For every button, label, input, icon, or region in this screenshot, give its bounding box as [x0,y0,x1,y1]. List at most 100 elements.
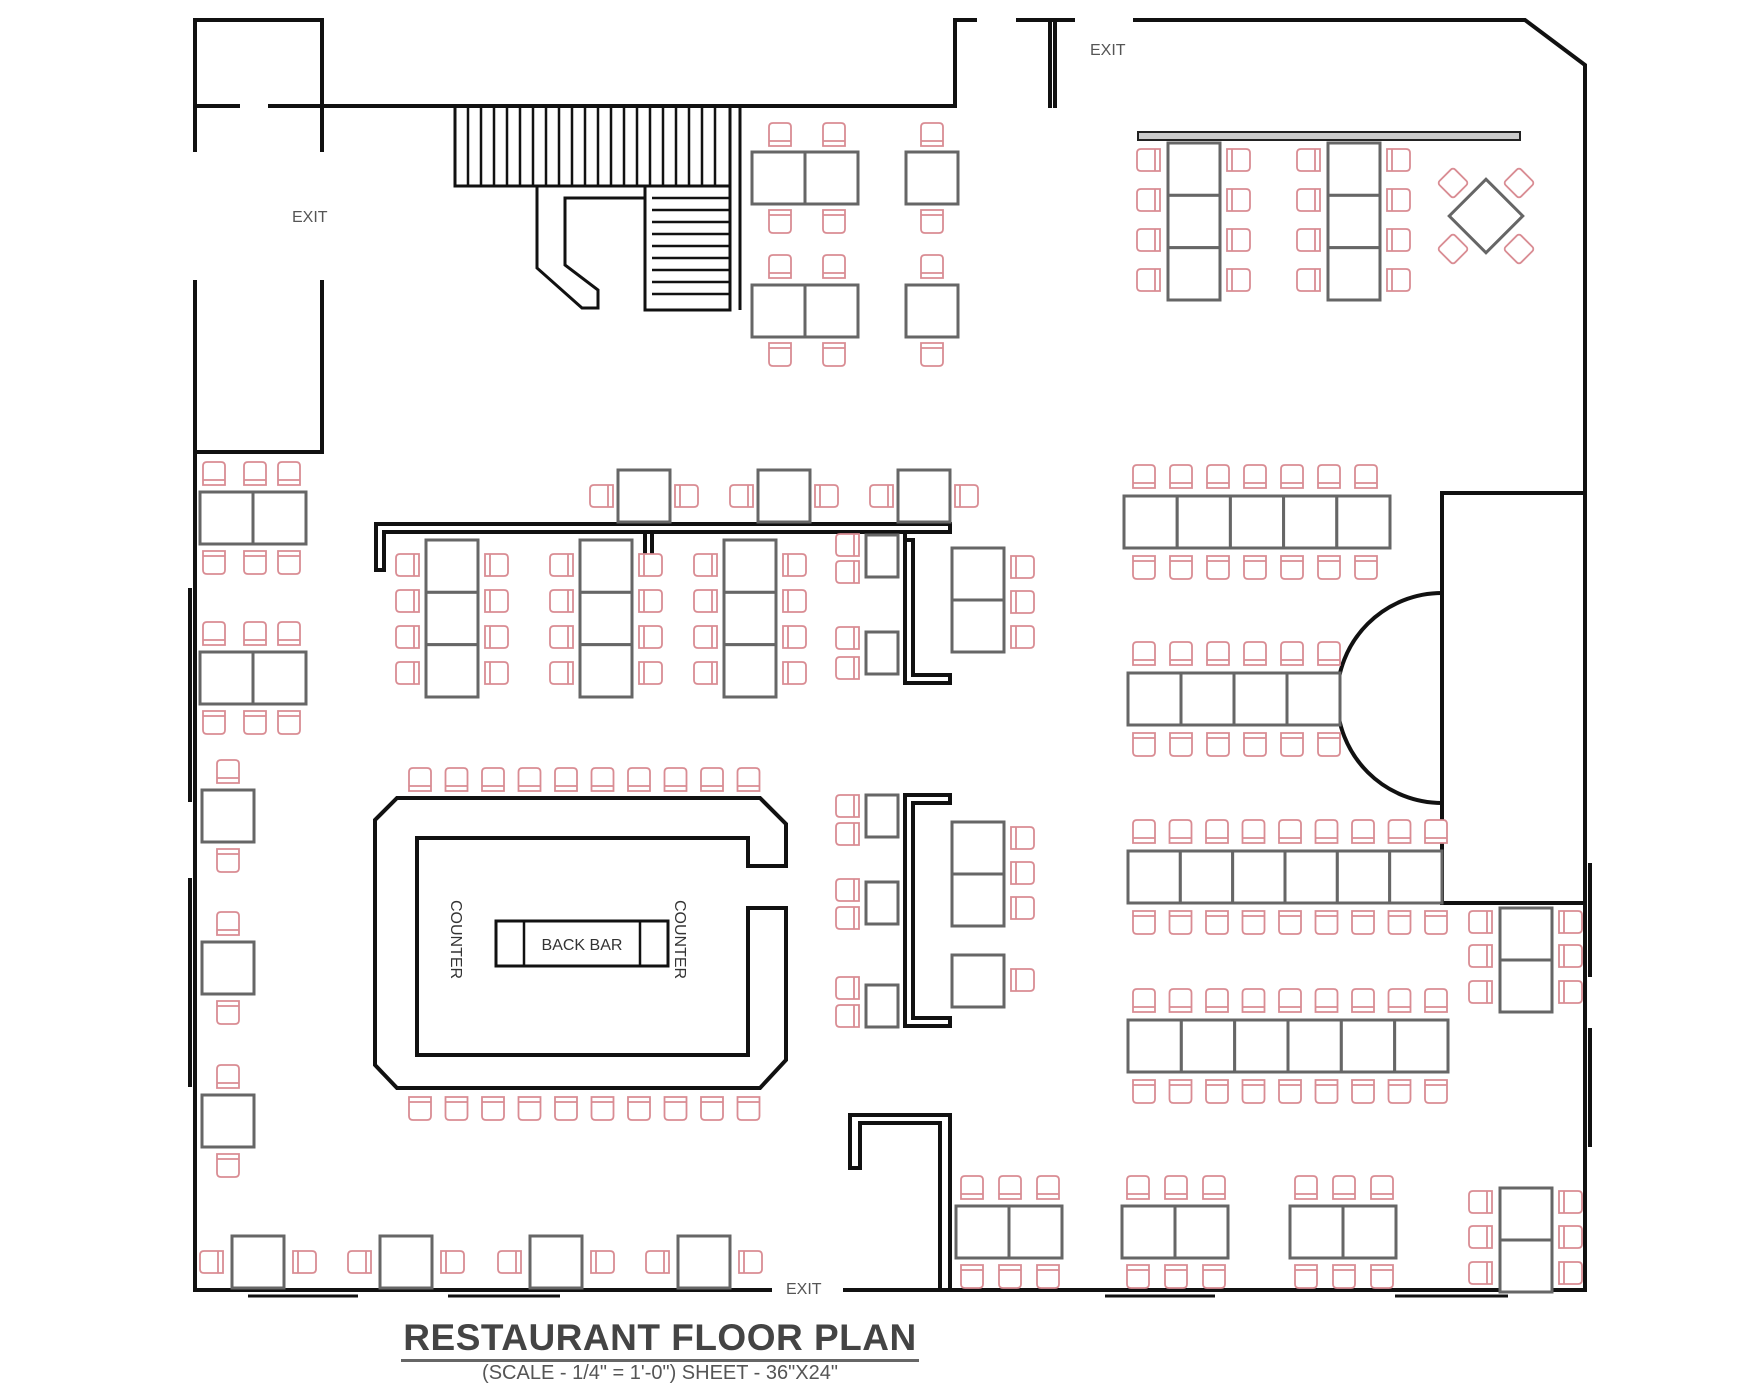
chair [627,1096,651,1121]
chair [199,1250,224,1274]
chair [549,589,574,613]
staircase [453,106,742,312]
wall [903,793,952,1028]
chair [590,1250,615,1274]
table [864,983,900,1029]
chair [960,1175,984,1200]
chair [408,1096,432,1121]
chair [1243,732,1267,757]
chair [782,553,807,577]
table [528,1234,584,1290]
chair [1132,910,1156,935]
chair [1036,1264,1060,1289]
wall [848,1113,952,1292]
chair [1168,819,1193,844]
wall [193,450,1587,1292]
table [1388,849,1444,905]
chair [1206,555,1230,580]
chair [517,1096,542,1121]
chair [202,621,226,646]
table [950,598,1006,654]
chair [663,1096,688,1121]
chair [835,626,860,650]
table [1498,906,1554,962]
service-arch [1335,590,1445,806]
table [803,150,860,206]
chair [1468,1261,1493,1285]
table [750,283,807,339]
chair [202,710,226,735]
chair [736,1096,761,1121]
title-block: RESTAURANT FLOOR PLAN (SCALE - 1/4" = 1'… [395,1318,925,1384]
chair [1241,988,1266,1013]
chair [1132,819,1156,844]
tables [198,141,1554,1294]
chair [638,661,663,685]
table [1122,494,1179,550]
table [950,872,1006,928]
chair [1280,464,1304,489]
chair [1437,167,1469,199]
chair [1226,268,1251,292]
table [198,650,255,706]
table [954,1204,1011,1260]
chair [1468,1225,1493,1249]
chair [1010,826,1035,850]
chair [1387,910,1412,935]
bar-counter [373,796,788,1090]
table [864,880,900,926]
chair [481,767,505,792]
chair [1241,819,1266,844]
chair [1164,1264,1188,1289]
chair [481,1096,505,1121]
chair [1132,641,1156,666]
wall-shelf [1137,131,1521,141]
chair [440,1250,465,1274]
chair [822,342,846,367]
chair [1351,1079,1375,1104]
table [1233,1018,1290,1074]
chair [277,621,301,646]
table [1498,1186,1554,1242]
stair-frame [643,106,742,312]
chair [408,767,432,792]
chair [998,1175,1022,1200]
chair [216,759,240,784]
table [1173,1204,1230,1260]
chair [738,1250,763,1274]
chair [1010,968,1035,992]
chair [549,661,574,685]
chair [1280,641,1304,666]
chair [1132,1079,1156,1104]
chair [554,1096,578,1121]
chair [1314,1079,1339,1104]
table [722,643,778,699]
table [578,538,634,594]
table [200,940,256,996]
chair [835,822,860,846]
chair [1169,464,1193,489]
chair [1314,910,1339,935]
chair [1243,464,1267,489]
bar-outline [373,796,788,1090]
chair [1136,228,1161,252]
table [1447,177,1525,255]
chair [1164,1175,1188,1200]
chair [835,906,860,930]
chair [1280,732,1304,757]
chair [1136,148,1161,172]
chair [835,976,860,1000]
chair [638,625,663,649]
chair [782,589,807,613]
chair [1468,910,1493,934]
chair [589,484,614,508]
chair [216,848,240,873]
chair [1351,910,1375,935]
chair [484,553,509,577]
chair [736,767,761,792]
table [756,468,812,524]
chair [1558,910,1583,934]
table [722,590,778,647]
table [1126,1018,1183,1074]
chair [277,461,301,486]
